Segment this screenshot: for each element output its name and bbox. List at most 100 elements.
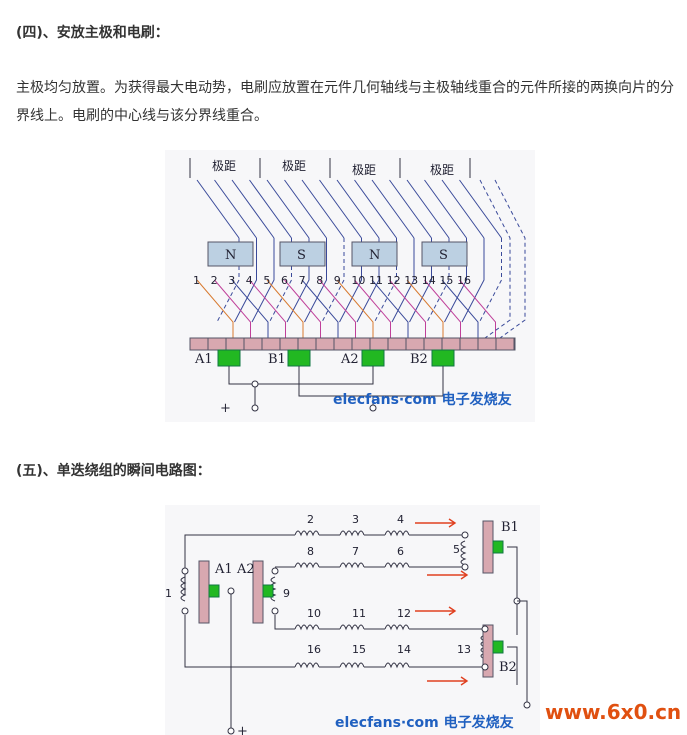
pole-n: N — [225, 248, 236, 263]
coil-wire — [494, 179, 526, 339]
coil — [294, 624, 320, 631]
coil-wire — [301, 179, 345, 239]
slot-number: 11 — [369, 274, 383, 287]
coil-number: 10 — [307, 607, 321, 620]
coil-label-1: 1 — [165, 587, 172, 600]
brush-label-b1: B1 — [501, 520, 519, 535]
slot-number: 7 — [299, 274, 306, 287]
coil — [339, 530, 365, 537]
brush-label-a1: A1 — [194, 352, 213, 367]
coil-wire — [354, 179, 397, 239]
coil-wire — [321, 238, 345, 323]
slot-number: 13 — [404, 274, 418, 287]
coil-wire — [249, 279, 286, 338]
coil-wire — [406, 279, 444, 338]
current-arrow — [427, 676, 469, 686]
slot-number: 4 — [246, 274, 253, 287]
coil-label-13: 13 — [457, 643, 471, 656]
coil — [180, 576, 187, 602]
coil-wire — [371, 179, 415, 239]
slot-number: 3 — [228, 274, 235, 287]
coil — [384, 662, 410, 669]
slot-number: 12 — [387, 274, 401, 287]
coil-number: 7 — [352, 545, 359, 558]
coil-wire — [301, 279, 339, 338]
section4-paragraph: 主极均匀放置。为获得最大电动势，电刷应放置在元件几何轴线与主极轴线重合的元件所接… — [16, 80, 674, 124]
coil-wire — [441, 279, 479, 338]
brush-label-a2: A2 — [236, 562, 255, 577]
coil — [339, 624, 365, 631]
brush-connections — [228, 366, 444, 408]
coil-number: 2 — [307, 513, 314, 526]
coil-wires — [196, 179, 526, 339]
coil-wire — [389, 279, 426, 338]
brush-label-b1: B1 — [268, 352, 286, 367]
slot-number: 6 — [281, 274, 288, 287]
coil-wire — [214, 179, 257, 239]
coil — [339, 662, 365, 669]
section5-heading: (五)、单迭绕组的瞬间电路图： — [16, 463, 211, 479]
coil-wire — [214, 279, 251, 338]
slot-number: 15 — [439, 274, 453, 287]
coil-wire — [319, 179, 362, 239]
pole-s: S — [297, 248, 306, 263]
coil-number: 14 — [397, 643, 411, 656]
coil-wire — [479, 238, 502, 323]
slot-number: 16 — [457, 274, 471, 287]
current-arrow — [415, 606, 457, 616]
coil-wire — [231, 279, 269, 338]
section4-heading: (四)、安放主极和电刷： — [16, 25, 169, 41]
coil-wire — [249, 179, 292, 239]
coil — [384, 562, 410, 569]
slot-number: 1 — [193, 274, 200, 287]
coil — [294, 562, 320, 569]
coil — [339, 562, 365, 569]
coil-wire — [424, 179, 467, 239]
coil — [294, 530, 320, 537]
brushes: A1 B1 A2 B2 — [194, 349, 455, 367]
coil-wire — [459, 279, 496, 338]
coil-wire — [304, 238, 327, 323]
slot-number: 10 — [351, 274, 365, 287]
brush-label-b2: B2 — [499, 660, 517, 675]
coil-number: 12 — [397, 607, 411, 620]
slot-number: 8 — [316, 274, 323, 287]
coil-wire — [354, 279, 391, 338]
coil-wire — [234, 238, 257, 323]
coil-wire — [266, 279, 304, 338]
commutator — [189, 337, 516, 351]
coil-wire — [461, 238, 485, 323]
coil-wire — [391, 238, 415, 323]
coil-wire — [319, 279, 356, 338]
pole-n: N — [369, 248, 380, 263]
coil-wire — [336, 179, 380, 239]
current-arrow — [415, 518, 457, 528]
current-arrow — [427, 570, 469, 580]
pole-s: S — [439, 248, 448, 263]
coil-label-9: 9 — [283, 587, 290, 600]
coil-wire — [231, 179, 275, 239]
coil-wire — [479, 179, 511, 339]
slot-number: 2 — [211, 274, 218, 287]
coil-number: 15 — [352, 643, 366, 656]
watermark: elecfans·com 电子发烧友 — [335, 714, 514, 731]
coil-wire — [459, 179, 502, 239]
coil-wire — [424, 279, 461, 338]
coil-number: 3 — [352, 513, 359, 526]
coil — [384, 530, 410, 537]
slot-number: 9 — [334, 274, 341, 287]
coil-wire — [441, 179, 485, 239]
coil-number: 11 — [352, 607, 366, 620]
coil-wire — [389, 179, 432, 239]
coil-wire — [196, 279, 234, 338]
slot-number: 14 — [422, 274, 436, 287]
coil-wire — [251, 238, 275, 323]
coil-wire — [196, 179, 240, 239]
coil-wire — [284, 179, 327, 239]
coil-wire — [284, 279, 321, 338]
coil — [384, 624, 410, 631]
